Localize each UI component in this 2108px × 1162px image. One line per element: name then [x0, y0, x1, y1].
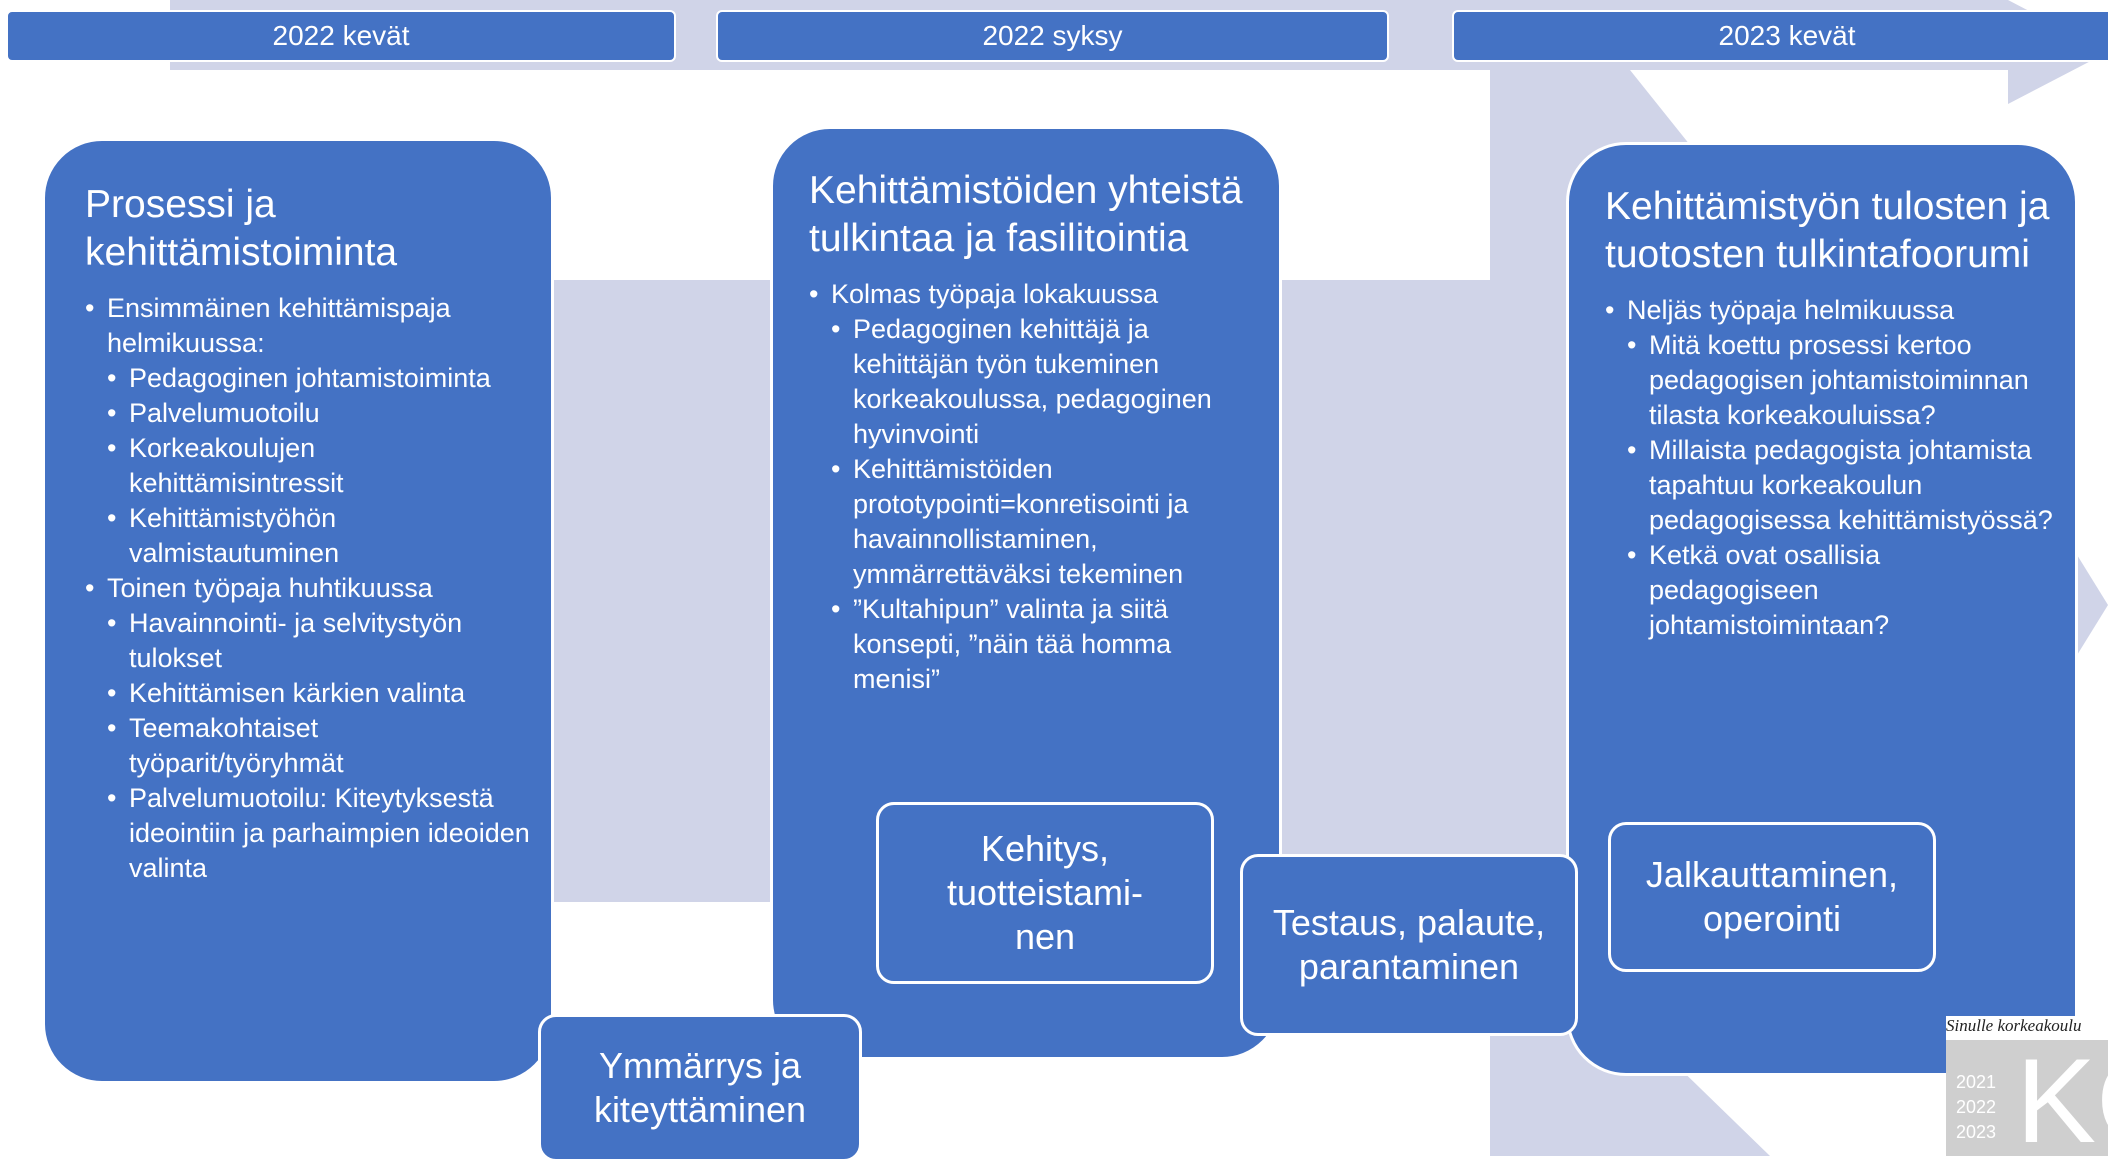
list-item: •Millaista pedagogista johtamista tapaht… — [1627, 435, 2053, 535]
phase-header-2: 2022 syksy — [716, 10, 1389, 62]
list-item: •Ketkä ovat osallisia pedagogiseen johta… — [1627, 540, 1890, 640]
column-title: Prosessi ja kehittämistoiminta — [85, 183, 398, 274]
logo-letters: KC — [2016, 1040, 2108, 1156]
list-item: •Palvelumuotoilu — [107, 398, 320, 428]
list-item: •Pedagoginen johtamistoiminta — [107, 363, 491, 393]
stage-development: Kehitys, tuotteistami-nen — [876, 802, 1214, 984]
column-box-1: Prosessi ja kehittämistoiminta •Ensimmäi… — [42, 138, 554, 1084]
bullet-list: •Neljäs työpaja helmikuussa •Mitä koettu… — [1605, 293, 2053, 643]
phase-header-1: 2022 kevät — [6, 10, 676, 62]
list-item: •Teemakohtaiset työparit/työryhmät — [107, 713, 344, 778]
list-item: •Havainnointi- ja selvitystyön tulokset — [107, 608, 463, 673]
list-item: •Palvelumuotoilu: Kiteytyksestä ideointi… — [107, 783, 530, 883]
list-item: •Kehittämisen kärkien valinta — [107, 678, 466, 708]
logo-mark: 2021 2022 2023 KC — [1946, 1040, 2108, 1156]
right-arrow-head — [2074, 550, 2108, 660]
bullet-list: •Kolmas työpaja lokakuussa •Pedagoginen … — [809, 277, 1259, 697]
phase-header-3: 2023 kevät — [1452, 10, 2108, 62]
list-item: •”Kultahipun” valinta ja siitä konsepti,… — [831, 594, 1172, 694]
list-item: •Korkeakoulujen kehittämisintressit — [107, 433, 344, 498]
stage-testing: Testaus, palaute, parantaminen — [1240, 854, 1578, 1036]
list-item: •Kolmas työpaja lokakuussa — [809, 279, 1159, 309]
bullet-list: •Ensimmäinen kehittämispaja helmikuussa:… — [85, 291, 531, 886]
logo-years: 2021 2022 2023 — [1956, 1072, 1997, 1142]
stage-deployment: Jalkauttaminen, operointi — [1608, 822, 1936, 972]
stage-understanding: Ymmärrys ja kiteyttäminen — [538, 1014, 862, 1162]
list-item: •Mitä koettu prosessi kertoo pedagogisen… — [1627, 330, 2029, 430]
list-item: •Kehittämistöiden prototypointi=konretis… — [831, 454, 1189, 589]
list-item: •Pedagoginen kehittäjä ja kehittäjän työ… — [831, 314, 1212, 449]
list-item: •Kehittämistyöhön valmistautuminen — [107, 503, 340, 568]
logo-caption: Sinulle korkeakoulu — [1946, 1016, 2108, 1040]
column-title: Kehittämistyön tulosten ja tuotosten tul… — [1605, 185, 2050, 276]
list-item: •Ensimmäinen kehittämispaja helmikuussa: — [85, 293, 451, 358]
list-item: •Neljäs työpaja helmikuussa — [1605, 295, 1955, 325]
list-item: •Toinen työpaja huhtikuussa — [85, 573, 433, 603]
column-title: Kehittämistöiden yhteistä tulkintaa ja f… — [809, 169, 1243, 260]
